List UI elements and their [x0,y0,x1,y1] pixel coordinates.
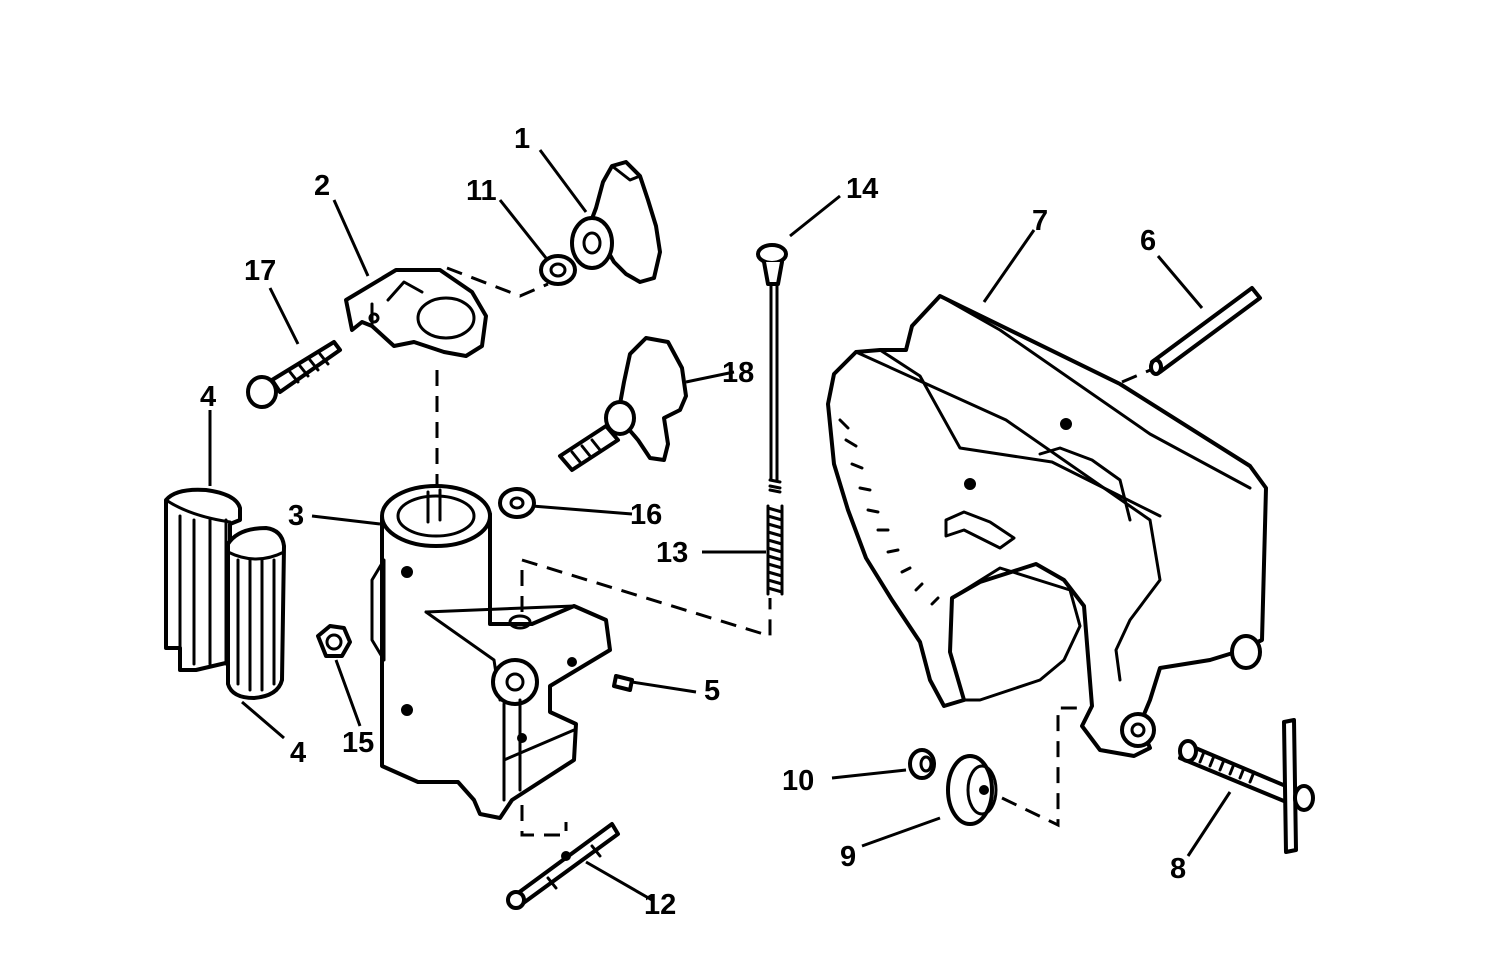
callout-13: 13 [656,537,688,569]
part-10-nut [908,748,936,780]
callout-12: 12 [644,889,676,921]
callout-2: 2 [314,170,330,202]
part-11-washer [539,254,577,286]
part-5-set-screw [612,674,634,692]
part-16-washer [498,487,536,519]
callout-4-bottom: 4 [290,737,306,769]
part-1-wing-knob [570,160,662,284]
callout-1: 1 [514,123,530,155]
part-3-swivel-bracket [370,484,612,820]
part-17-bolt [246,340,342,409]
callout-10: 10 [782,765,814,797]
callout-7: 7 [1032,205,1048,237]
part-7-transom-bracket [826,294,1268,758]
part-13-spring [766,504,784,596]
part-4-bushing-right [226,526,286,700]
part-15-nut [316,624,352,658]
part-12-pivot-pin [506,822,620,910]
callout-15: 15 [342,727,374,759]
part-4-bushing-left [164,487,242,672]
part-2-clamp-collar [344,268,488,358]
part-14-rod [756,243,788,494]
callout-17: 17 [244,255,276,287]
callout-3: 3 [288,500,304,532]
callout-5: 5 [704,675,720,707]
part-9-swivel-pad [946,754,998,826]
callout-18: 18 [722,357,754,389]
leader-lines [208,149,1232,902]
callout-11: 11 [466,175,497,207]
part-18-t-handle-screw [558,336,688,472]
callout-14: 14 [846,173,878,205]
callout-4-top: 4 [200,381,216,413]
callout-8: 8 [1170,853,1186,885]
callout-6: 6 [1140,225,1156,257]
callout-9: 9 [840,841,856,873]
part-6-pin [1149,286,1262,376]
callout-labels: 1 2 11 17 4 3 4 15 5 16 13 18 14 7 6 10 … [200,123,1186,921]
part-8-clamp-screw [1178,718,1315,854]
callout-16: 16 [630,499,662,531]
